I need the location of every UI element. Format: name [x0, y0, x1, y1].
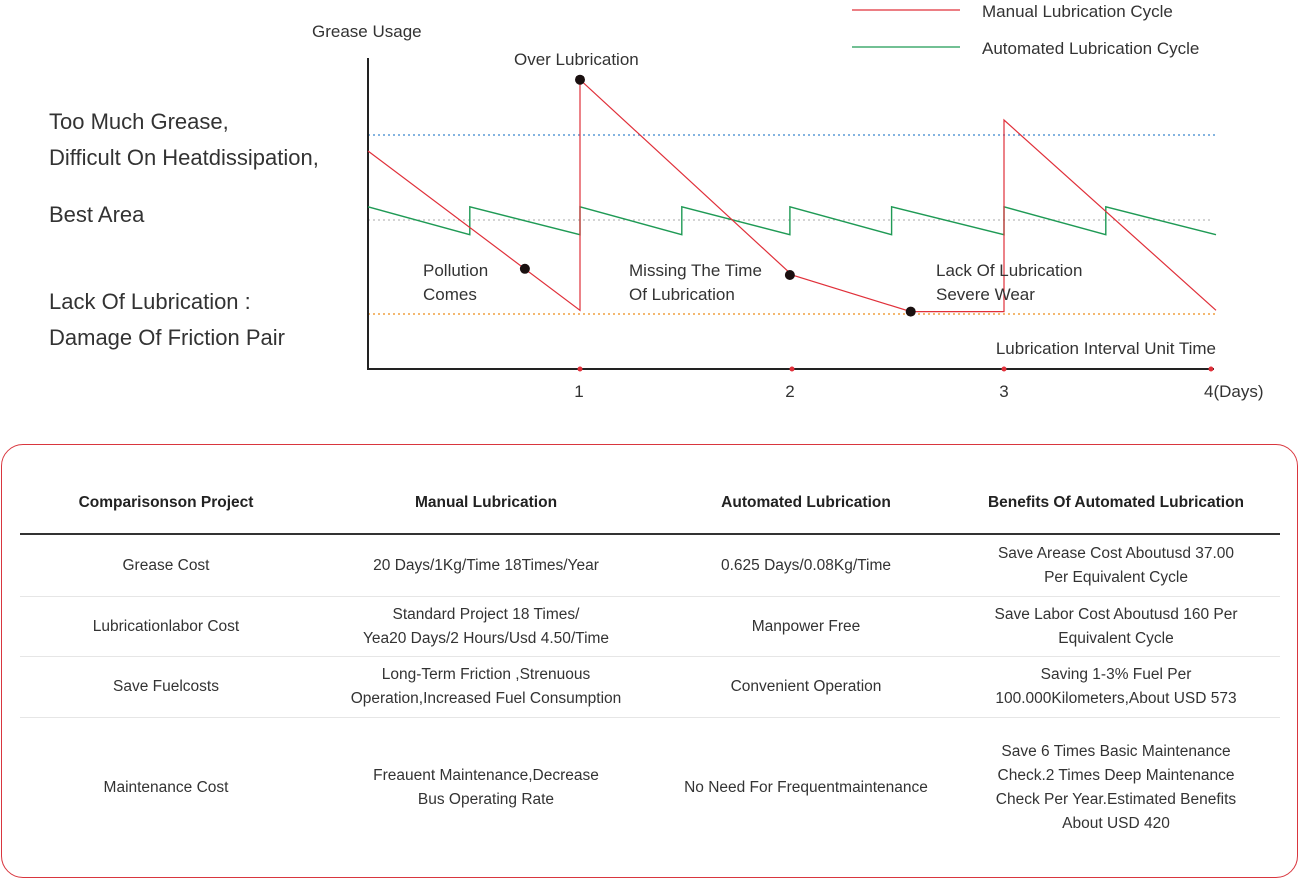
marker-missing-time — [784, 270, 795, 280]
annotation-missing-time: Missing The Time — [629, 261, 762, 280]
cell-line: Lubricationlabor Cost — [92, 617, 240, 635]
table-header-row: Comparisonson Project Manual Lubrication… — [20, 473, 1280, 535]
annotation-comes: Comes — [423, 285, 477, 304]
cell-project: Maintenance Cost — [20, 718, 312, 858]
cell-project: Lubricationlabor Cost — [20, 596, 312, 657]
comparison-table-frame — [1, 444, 1298, 878]
x-tick-dot-2 — [789, 366, 795, 372]
manual-lubrication-series — [367, 78, 1217, 313]
cell-benefits: Saving 1-3% Fuel Per 100.000Kilometers,Ab… — [952, 656, 1280, 718]
x-tick-dot-3 — [1001, 366, 1007, 372]
cell-automated: No Need For Frequentmaintenance — [660, 718, 952, 858]
cell-line: Equivalent Cycle — [1058, 629, 1174, 647]
table-row: Grease Cost 20 Days/1Kg/Time 18Times/Yea… — [20, 534, 1280, 597]
header-benefits: Benefits Of Automated Lubrication — [952, 473, 1280, 535]
automated-lubrication-series — [367, 205, 1217, 236]
marker-lack-of-lubrication — [905, 306, 916, 317]
cell-line: Manpower Free — [751, 617, 861, 635]
marker-pollution — [519, 263, 530, 274]
cell-line: Save Labor Cost Aboutusd 160 Per — [994, 605, 1238, 623]
cell-line: Operation,Increased Fuel Consumption — [350, 690, 622, 707]
x-tick-label-1: 1 — [574, 382, 583, 401]
annotation-severe-wear: Severe Wear — [936, 285, 1035, 304]
cell-project: Grease Cost — [20, 534, 312, 597]
lubrication-chart: 1 2 3 4(Days) Grease Usage Lubrication I… — [49, 2, 1264, 401]
table-row: Save Fuelcosts Long-Term Friction ,Stren… — [20, 656, 1280, 718]
cell-automated: 0.625 Days/0.08Kg/Time — [660, 534, 952, 597]
cell-line: About USD 420 — [1062, 814, 1170, 832]
cell-project: Save Fuelcosts — [20, 656, 312, 718]
annotation-of-lubrication: Of Lubrication — [629, 285, 735, 304]
x-tick-dot-1 — [577, 366, 583, 372]
x-tick-label-3: 3 — [999, 382, 1008, 401]
cell-line: Yea20 Days/2 Hours/Usd 4.50/Time — [362, 629, 610, 647]
y-axis-label: Grease Usage — [312, 22, 422, 41]
cell-automated: Manpower Free — [660, 596, 952, 657]
x-axis-label: Lubrication Interval Unit Time — [996, 339, 1216, 358]
comparison-table: Comparisonson Project Manual Lubrication… — [20, 473, 1280, 857]
cell-line: Convenient Operation — [730, 678, 882, 695]
header-manual: Manual Lubrication — [312, 473, 660, 535]
cell-line: 20 Days/1Kg/Time 18Times/Year — [373, 556, 599, 574]
cell-line: 100.000Kilometers,About USD 573 — [995, 690, 1237, 707]
x-tick-label-2: 2 — [785, 382, 794, 401]
table-row: Maintenance Cost Freauent Maintenance,De… — [20, 718, 1280, 858]
cell-line: Check.2 Times Deep Maintenance — [997, 766, 1235, 784]
annotation-over-lubrication: Over Lubrication — [514, 50, 639, 69]
cell-line: Save Arease Cost Aboutusd 37.00 — [997, 544, 1235, 562]
marker-over-lubrication — [575, 74, 585, 85]
cell-line: Bus Operating Rate — [417, 790, 555, 808]
cell-manual: Standard Project 18 Times/Yea20 Days/2 H… — [312, 596, 660, 657]
cell-line: Standard Project 18 Times/ — [392, 605, 580, 623]
annotation-pollution: Pollution — [423, 261, 488, 280]
side-label-heat-dissipation: Difficult On Heatdissipation, — [49, 145, 319, 170]
header-automated: Automated Lubrication — [660, 473, 952, 535]
cell-manual: 20 Days/1Kg/Time 18Times/Year — [312, 534, 660, 597]
legend-label-automated: Automated Lubrication Cycle — [982, 39, 1199, 58]
side-label-friction-pair: Damage Of Friction Pair — [49, 325, 285, 350]
cell-line: No Need For Frequentmaintenance — [684, 778, 928, 796]
cell-line: 0.625 Days/0.08Kg/Time — [720, 556, 891, 574]
cell-line: Grease Cost — [122, 556, 210, 574]
cell-line: Freauent Maintenance,Decrease — [373, 766, 599, 784]
cell-line: Check Per Year.Estimated Benefits — [995, 790, 1237, 808]
cell-line: Save 6 Times Basic Maintenance — [1001, 742, 1231, 760]
side-label-best-area: Best Area — [49, 202, 145, 227]
cell-automated: Convenient Operation — [660, 656, 952, 718]
side-label-lack-of-lubrication: Lack Of Lubrication : — [49, 289, 251, 314]
cell-line: Maintenance Cost — [103, 778, 229, 796]
side-label-too-much-grease: Too Much Grease, — [49, 109, 229, 134]
table-row: Lubricationlabor Cost Standard Project 1… — [20, 596, 1280, 657]
cell-line: Long-Term Friction ,Strenuous — [381, 666, 591, 683]
x-tick-label-4: 4(Days) — [1204, 382, 1264, 401]
cell-line: Per Equivalent Cycle — [1044, 568, 1188, 586]
cell-line: Saving 1-3% Fuel Per — [1040, 666, 1192, 683]
cell-line: Save Fuelcosts — [113, 678, 219, 695]
header-project: Comparisonson Project — [20, 473, 312, 535]
x-tick-dot-4 — [1208, 366, 1214, 372]
annotation-lack-of-lubrication: Lack Of Lubrication — [936, 261, 1082, 280]
legend-label-manual: Manual Lubrication Cycle — [982, 2, 1173, 21]
